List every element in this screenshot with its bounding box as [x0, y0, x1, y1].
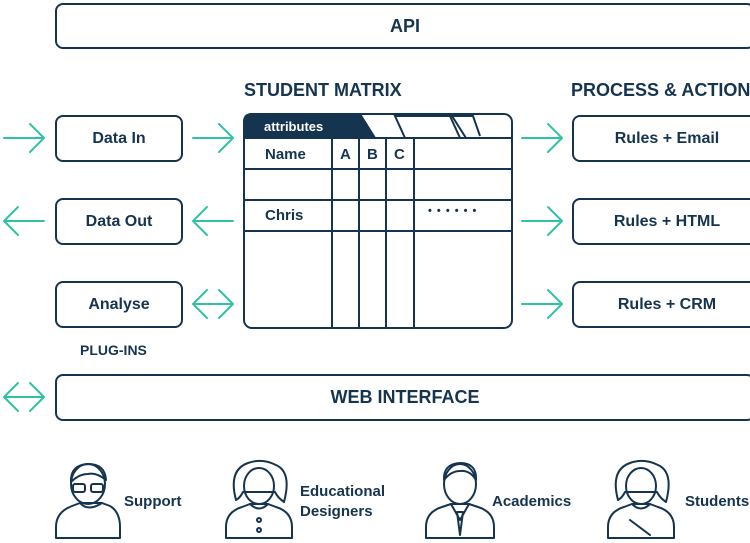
user-label-academics: Academics	[492, 493, 572, 510]
attributes-tab-label: attributes	[264, 119, 324, 134]
rules-crm-box: Rules + CRM	[572, 281, 750, 328]
arrow-right-icon	[3, 123, 45, 153]
student-person-icon	[607, 459, 675, 539]
rules-email-box: Rules + Email	[572, 115, 750, 162]
rules-html-box: Rules + HTML	[572, 198, 750, 245]
matrix-frame	[243, 113, 513, 329]
matrix-tab-3	[448, 115, 481, 139]
plugins-heading: PLUG-INS	[80, 342, 147, 358]
arrow-both-icon	[3, 382, 45, 412]
arrow-right-icon	[192, 123, 234, 153]
user-label-support: Support	[124, 493, 182, 510]
user-label-educational-designers: Educational Designers	[300, 483, 386, 520]
analyse-box: Analyse	[55, 281, 183, 328]
arrow-left-icon	[3, 206, 45, 236]
process-action-heading: PROCESS & ACTION	[571, 80, 750, 100]
column-header-a: A	[340, 146, 351, 163]
column-header-name: Name	[265, 146, 306, 163]
matrix-tab-2	[393, 115, 467, 139]
arrow-right-icon	[521, 289, 563, 319]
column-header-b: B	[367, 146, 378, 163]
user-label-students: Students	[685, 493, 750, 510]
support-person-icon	[55, 463, 121, 539]
designer-person-icon	[225, 459, 293, 539]
academic-person-icon	[425, 462, 495, 539]
attributes-tab	[243, 113, 377, 139]
row-name-chris: Chris	[265, 207, 304, 224]
data-in-box: Data In	[55, 115, 183, 162]
arrow-right-icon	[521, 206, 563, 236]
student-matrix-heading: STUDENT MATRIX	[244, 80, 402, 100]
arrow-left-icon	[192, 206, 234, 236]
data-out-box: Data Out	[55, 198, 183, 245]
row-ellipsis: • • • • • •	[428, 205, 478, 217]
api-box: API	[55, 3, 750, 49]
arrow-right-icon	[521, 123, 563, 153]
web-interface-box: WEB INTERFACE	[55, 374, 750, 421]
column-header-c: C	[394, 146, 405, 163]
arrow-both-icon	[192, 289, 234, 319]
